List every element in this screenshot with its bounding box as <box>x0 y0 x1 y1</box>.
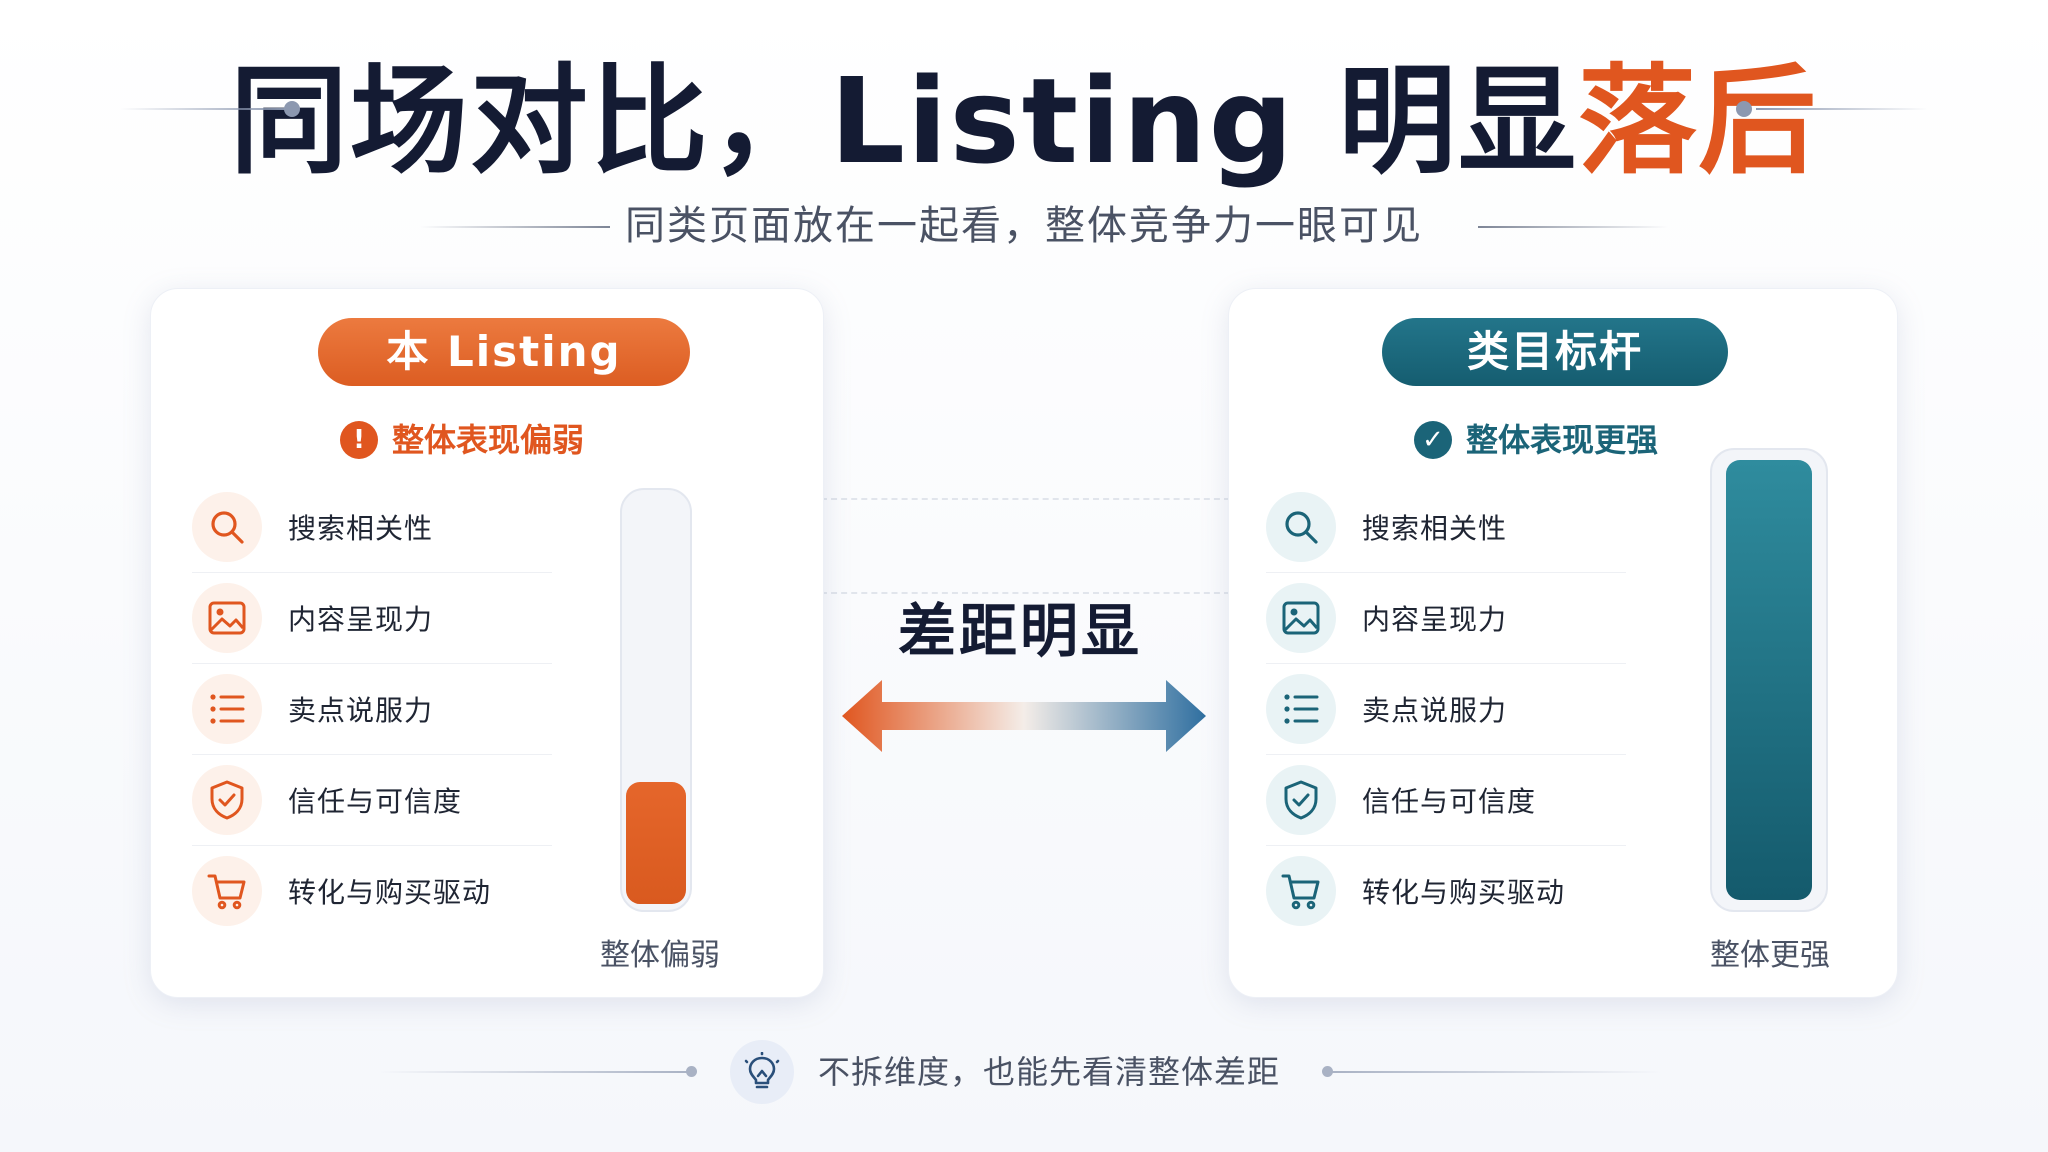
list-item: 卖点说服力 <box>192 664 552 755</box>
double-arrow-icon <box>842 680 1206 752</box>
image-icon <box>1266 583 1336 653</box>
dimension-label: 内容呈现力 <box>288 603 434 636</box>
dimension-label: 卖点说服力 <box>288 694 434 727</box>
list-icon <box>192 674 262 744</box>
title-left-line <box>120 108 292 110</box>
list-item: 转化与购买驱动 <box>1266 846 1626 936</box>
connector-line-2 <box>690 592 1230 594</box>
exclamation-icon: ! <box>340 421 378 459</box>
footer-text: 不拆维度，也能先看清整体差距 <box>818 1053 1281 1091</box>
dimension-label: 搜索相关性 <box>1362 512 1508 545</box>
footer-left-line <box>380 1071 692 1073</box>
dimension-label: 搜索相关性 <box>288 512 434 545</box>
list-item: 信任与可信度 <box>1266 755 1626 846</box>
right-bar-fill <box>1726 460 1812 900</box>
right-status-text: 整体表现更强 <box>1466 421 1659 459</box>
list-item: 内容呈现力 <box>1266 573 1626 664</box>
title-right-dot <box>1736 101 1752 117</box>
title-right-line <box>1756 108 1928 110</box>
title-left-dot <box>284 101 300 117</box>
dimension-label: 信任与可信度 <box>1362 785 1537 818</box>
dimension-label: 信任与可信度 <box>288 785 463 818</box>
title-main: 同场对比，Listing 明显 <box>229 52 1579 190</box>
left-panel <box>150 288 824 998</box>
subtitle-left-line <box>420 226 610 228</box>
list-item: 搜索相关性 <box>1266 482 1626 573</box>
right-status: ✓ 整体表现更强 <box>1414 418 1658 462</box>
search-icon <box>1266 492 1336 562</box>
right-bar-caption: 整体更强 <box>1710 938 1830 973</box>
right-dimension-list: 搜索相关性 内容呈现力 卖点说服力 信任与可信度 转化与购买驱动 <box>1266 482 1626 936</box>
list-item: 搜索相关性 <box>192 482 552 573</box>
left-bar-fill <box>626 781 686 904</box>
image-icon <box>192 583 262 653</box>
subtitle-right-line <box>1478 226 1668 228</box>
lightbulb-icon <box>730 1040 794 1104</box>
list-item: 转化与购买驱动 <box>192 846 552 936</box>
left-panel-pill: 本 Listing <box>318 318 690 386</box>
dimension-label: 卖点说服力 <box>1362 694 1508 727</box>
right-panel-pill: 类目标杆 <box>1382 318 1728 386</box>
check-circle-icon: ✓ <box>1414 421 1452 459</box>
subtitle: 同类页面放在一起看，整体竞争力一眼可见 <box>625 203 1423 249</box>
shield-check-icon <box>1266 765 1336 835</box>
list-item: 内容呈现力 <box>192 573 552 664</box>
dimension-label: 转化与购买驱动 <box>288 876 492 909</box>
connector-line-1 <box>690 498 1230 500</box>
cart-icon <box>1266 856 1336 926</box>
cart-icon <box>192 856 262 926</box>
shield-check-icon <box>192 765 262 835</box>
list-item: 卖点说服力 <box>1266 664 1626 755</box>
footer-right-line <box>1330 1071 1660 1073</box>
left-status: ! 整体表现偏弱 <box>340 418 584 462</box>
page-title: 同场对比，Listing 明显落后 <box>0 56 2048 186</box>
list-icon <box>1266 674 1336 744</box>
footer-left-dot <box>686 1066 697 1077</box>
search-icon <box>192 492 262 562</box>
title-highlight: 落后 <box>1578 52 1819 190</box>
left-dimension-list: 搜索相关性 内容呈现力 卖点说服力 信任与可信度 转化与购买驱动 <box>192 482 552 936</box>
dimension-label: 内容呈现力 <box>1362 603 1508 636</box>
list-item: 信任与可信度 <box>192 755 552 846</box>
left-bar-caption: 整体偏弱 <box>600 938 720 973</box>
dimension-label: 转化与购买驱动 <box>1362 876 1566 909</box>
gap-label: 差距明显 <box>897 597 1142 665</box>
left-status-text: 整体表现偏弱 <box>392 421 585 459</box>
footer-right-dot <box>1322 1066 1333 1077</box>
